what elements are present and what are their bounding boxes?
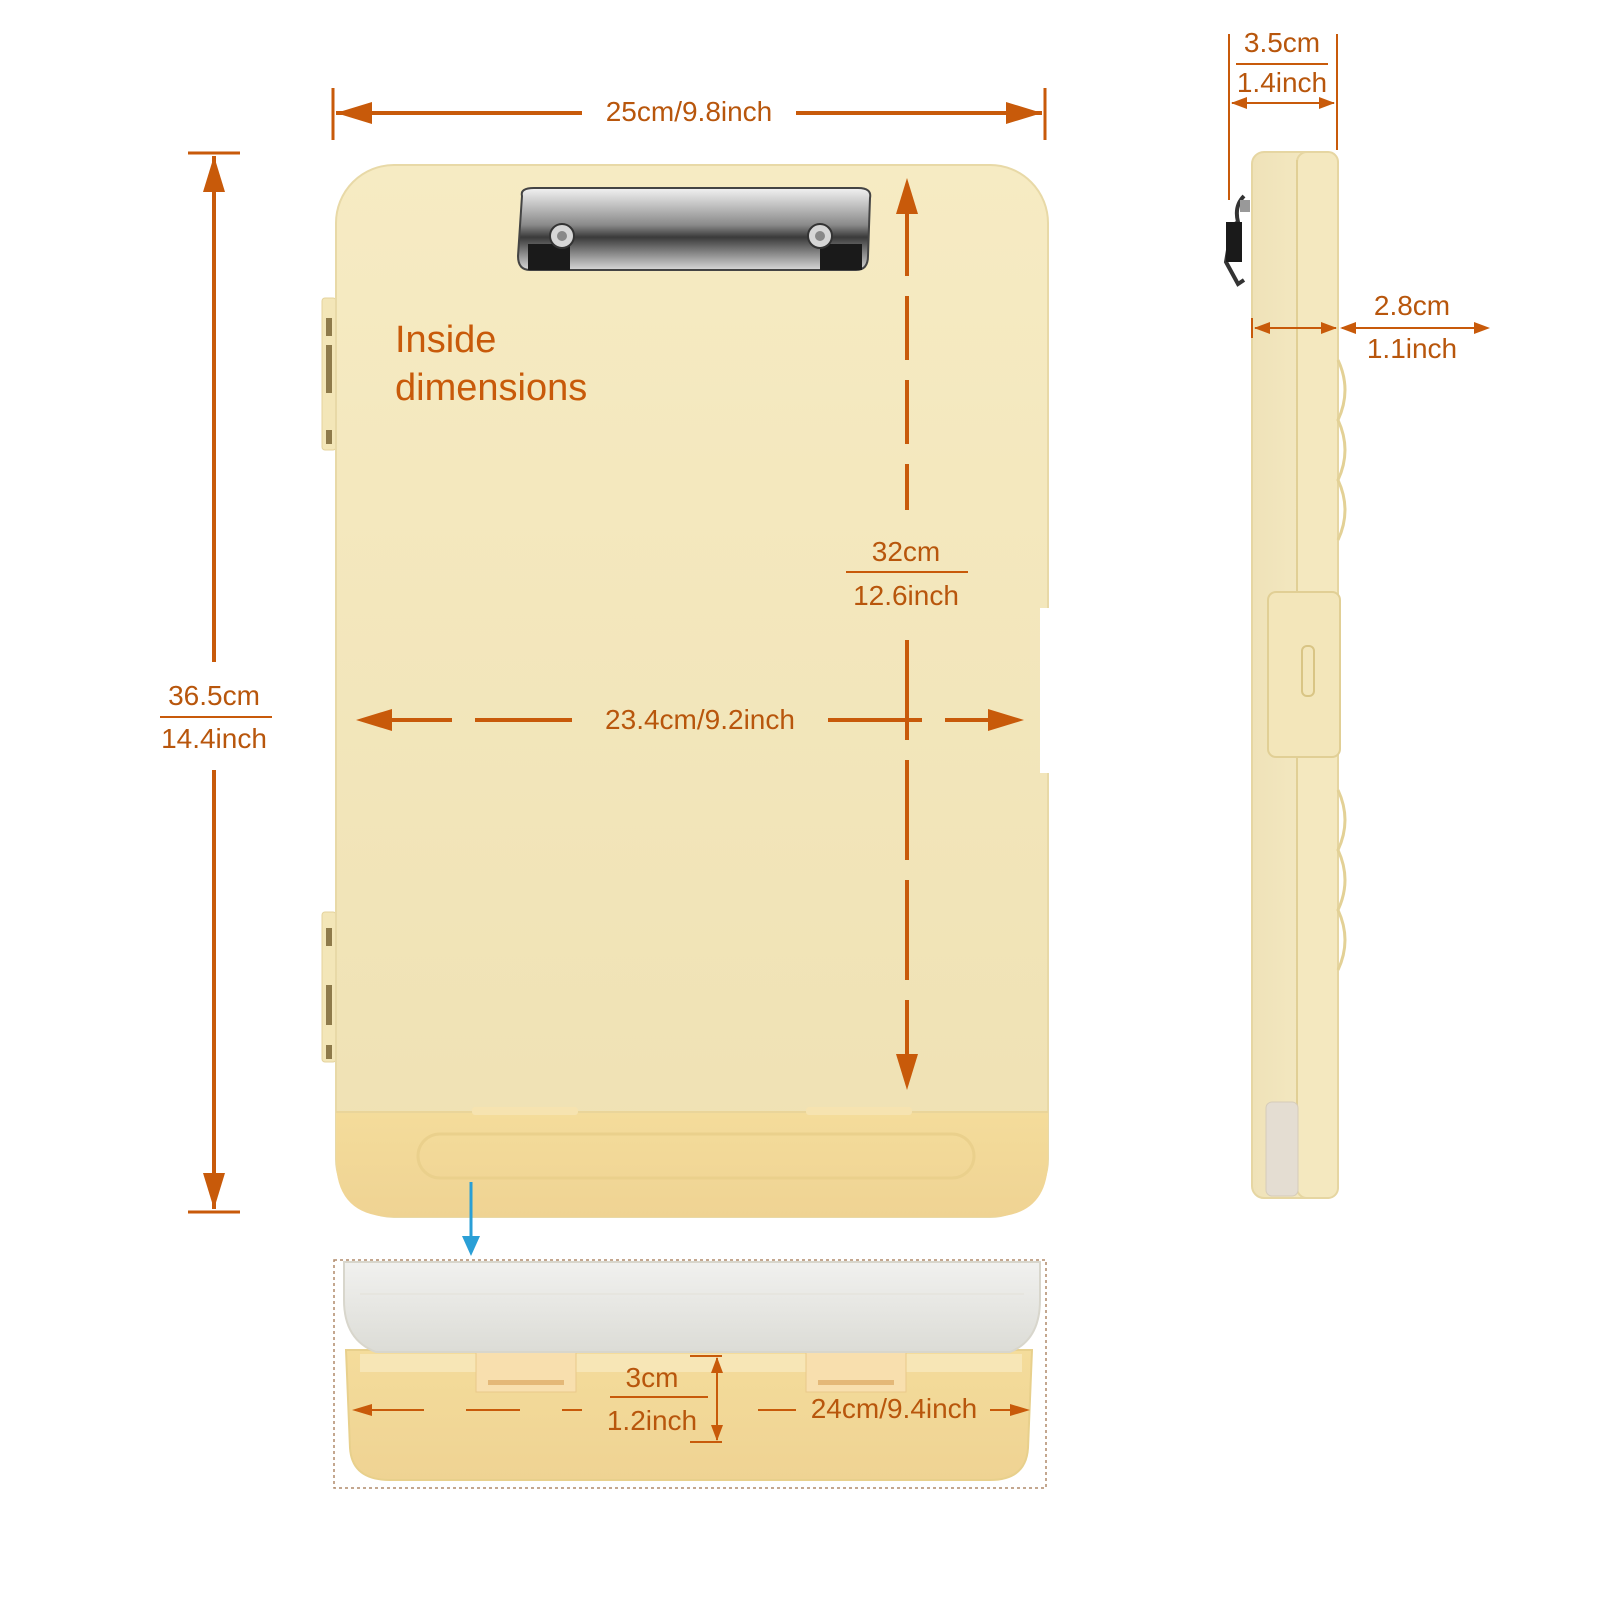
- outer-height-dimension: [160, 151, 272, 1214]
- hinge-slot: [326, 1045, 332, 1059]
- bottom-view-frame: [333, 1259, 1047, 1489]
- inside-dimensions-label-line1: Inside: [395, 319, 496, 361]
- tray-tab: [806, 1107, 912, 1115]
- outer-width-dimension: [331, 88, 1047, 140]
- latch-notch: [1040, 608, 1054, 773]
- outer-height-in-label: 14.4inch: [161, 723, 267, 754]
- depth-body-in-label: 1.1inch: [1367, 333, 1457, 364]
- hinge-slot: [326, 985, 332, 1025]
- side-bottom-cap: [1265, 1101, 1299, 1197]
- depth-total-cm-label: 3.5cm: [1244, 27, 1320, 58]
- outer-width-label: 25cm/9.8inch: [606, 96, 773, 127]
- side-latch: [1267, 591, 1341, 758]
- hinge-slot: [326, 928, 332, 946]
- tray-height-cm-label: 3cm: [626, 1362, 679, 1393]
- depth-body-dimension: [1251, 318, 1490, 338]
- inner-height-in-label: 12.6inch: [853, 580, 959, 611]
- tray-height-in-label: 1.2inch: [607, 1405, 697, 1436]
- hinge-slot: [326, 345, 332, 393]
- hinge-slot: [326, 430, 332, 444]
- depth-total-dimension: [1228, 34, 1338, 200]
- tray-width-dimension: [352, 1404, 1030, 1416]
- hinge-slot: [326, 318, 332, 336]
- tray-groove: [416, 1132, 976, 1180]
- tray-lid: [343, 1261, 1041, 1353]
- inner-height-cm-label: 32cm: [872, 536, 940, 567]
- tray-height-dimension: [610, 1355, 723, 1443]
- inner-width-dimension: [356, 709, 1024, 731]
- depth-body-cm-label: 2.8cm: [1374, 290, 1450, 321]
- front-view-clipboard: [321, 164, 1054, 1218]
- inner-width-label: 23.4cm/9.2inch: [605, 704, 795, 735]
- bottom-view-tray: [343, 1261, 1041, 1481]
- side-clip-profile: [1223, 194, 1250, 287]
- side-grip-ridges: [1336, 359, 1347, 971]
- side-view-clipboard: [1223, 151, 1347, 1199]
- inner-height-dimension: [846, 178, 968, 1090]
- depth-total-in-label: 1.4inch: [1237, 67, 1327, 98]
- tray-clip-left: [475, 1349, 577, 1393]
- metal-clip: [516, 187, 872, 271]
- tray-width-label: 24cm/9.4inch: [811, 1393, 978, 1424]
- outer-height-cm-label: 36.5cm: [168, 680, 260, 711]
- inside-dimensions-label-line2: dimensions: [395, 367, 587, 409]
- clipboard-tray: [336, 1112, 1048, 1217]
- blue-pointer-arrow: [462, 1182, 480, 1256]
- tray-tab: [472, 1107, 578, 1115]
- tray-clip-right: [805, 1349, 907, 1393]
